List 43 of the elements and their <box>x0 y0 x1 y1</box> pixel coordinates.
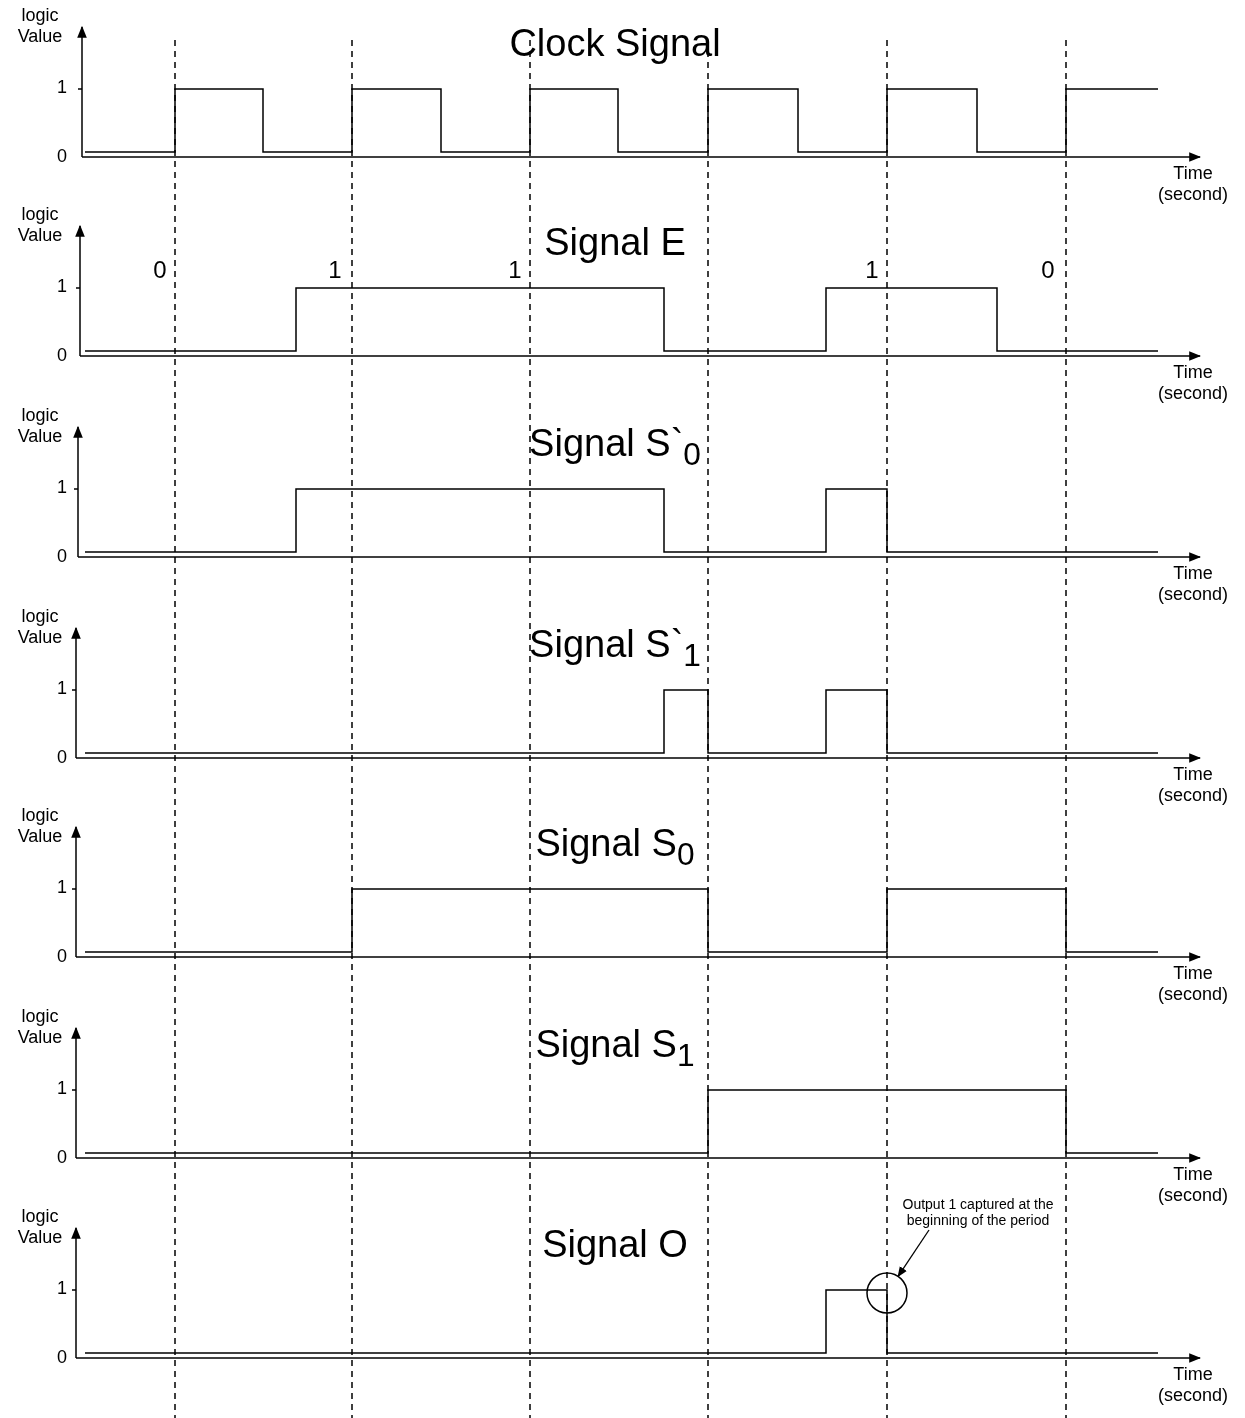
tick-label: 0 <box>56 747 68 768</box>
axis-label: logic Value <box>16 5 64 47</box>
axis-label: Time (second) <box>1157 1364 1229 1406</box>
axis-label: logic Value <box>16 606 64 648</box>
axis-label: logic Value <box>16 805 64 847</box>
highlight-circle <box>866 1272 908 1314</box>
leader-line <box>897 1229 930 1278</box>
tick-label: 0 <box>56 1147 68 1168</box>
axis-label: Time (second) <box>1157 764 1229 806</box>
signal-title: Signal S`$_{1}$ <box>528 623 702 673</box>
axis-label: logic Value <box>16 1006 64 1048</box>
axis-label: Time (second) <box>1157 362 1229 404</box>
bit-value: 1 <box>507 256 523 284</box>
tick-label: 0 <box>56 946 68 967</box>
tick-label: 0 <box>56 146 68 167</box>
signal-title: Clock Signal <box>508 22 722 66</box>
tick-label: 1 <box>56 276 68 297</box>
signal-title: Signal S`$_{0}$ <box>528 422 702 472</box>
axis-label: Time (second) <box>1157 1164 1229 1206</box>
annotation-text: Output 1 captured at the beginning of the period <box>880 1196 1076 1229</box>
axis-label: Time (second) <box>1157 163 1229 205</box>
bit-value: 0 <box>1040 256 1056 284</box>
axis-label: logic Value <box>16 204 64 246</box>
tick-label: 1 <box>56 1278 68 1299</box>
signal-title: Signal O <box>541 1223 689 1267</box>
axis-label: logic Value <box>16 405 64 447</box>
signal-title: Signal E <box>543 221 687 265</box>
bit-value: 0 <box>152 256 168 284</box>
tick-label: 1 <box>56 77 68 98</box>
tick-label: 1 <box>56 877 68 898</box>
signal-title: Signal S$_{1}$ <box>534 1023 696 1073</box>
axis-label: Time (second) <box>1157 963 1229 1005</box>
axis-label: logic Value <box>16 1206 64 1248</box>
tick-label: 1 <box>56 477 68 498</box>
axis-label: Time (second) <box>1157 563 1229 605</box>
tick-label: 0 <box>56 345 68 366</box>
signal-title: Signal S$_{0}$ <box>534 822 696 872</box>
tick-label: 1 <box>56 1078 68 1099</box>
bit-value: 1 <box>864 256 880 284</box>
bit-value: 1 <box>327 256 343 284</box>
tick-label: 0 <box>56 1347 68 1368</box>
tick-label: 1 <box>56 678 68 699</box>
tick-label: 0 <box>56 546 68 567</box>
